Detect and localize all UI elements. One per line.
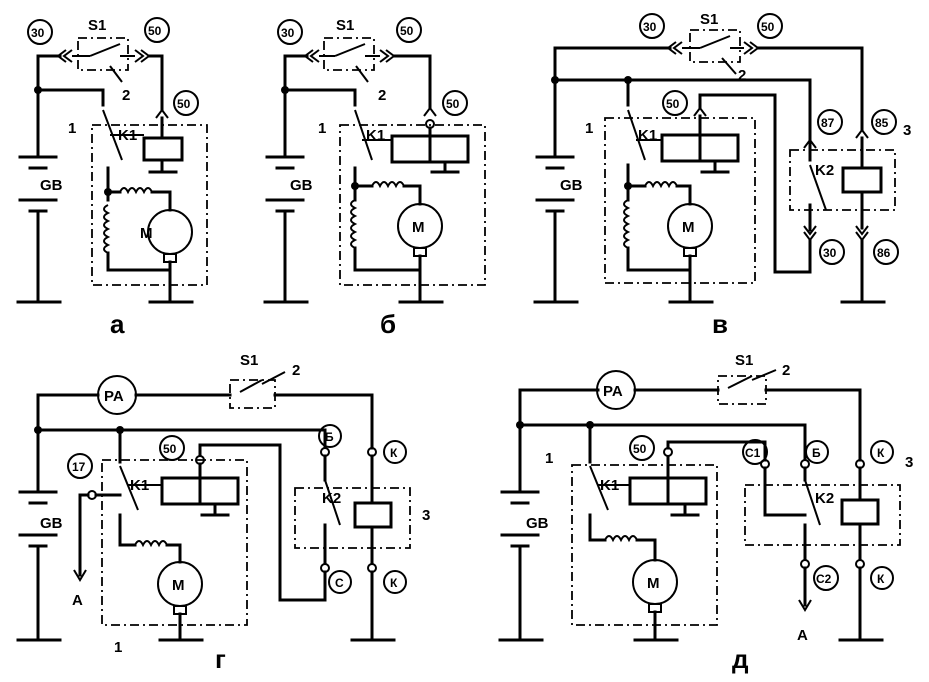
panel-a: M GB K1 S1 1 2 30 50 50 а <box>16 17 208 339</box>
terminal-50-a: 50 <box>177 97 191 111</box>
relay-label-a: K1 <box>118 127 137 144</box>
terminal-50-d: 50 <box>633 442 647 456</box>
marker-2-g: 2 <box>292 362 300 379</box>
battery-label-d: GB <box>526 515 549 532</box>
battery-label-a: GB <box>40 177 63 194</box>
terminal-30-v-top: 30 <box>643 20 657 34</box>
terminal-b-d: Б <box>812 446 821 460</box>
terminal-87-v: 87 <box>821 116 835 130</box>
caption-d: д <box>732 644 749 674</box>
relay-k1-label-g: K1 <box>130 477 149 494</box>
marker-1-d: 1 <box>545 450 553 467</box>
terminal-c-g: С <box>335 576 344 590</box>
terminal-30-a: 30 <box>31 26 45 40</box>
switch-label-b: S1 <box>336 17 354 34</box>
marker-2-a: 2 <box>122 87 130 104</box>
ammeter-label-g: PA <box>104 388 124 405</box>
relay-k2-label-v: K2 <box>815 162 834 179</box>
marker-1-g: 1 <box>114 639 122 656</box>
relay-label-b: K1 <box>366 127 385 144</box>
ammeter-label-d: PA <box>603 383 623 400</box>
switch-label-d: S1 <box>735 352 753 369</box>
terminal-k-g-top: К <box>390 446 398 460</box>
marker-2-v: 2 <box>738 67 746 84</box>
marker-3-g: 3 <box>422 507 430 524</box>
terminal-k-d-bottom: К <box>877 572 885 586</box>
motor-label-v: M <box>682 219 695 236</box>
panel-d: PA S1 2 GB A <box>498 352 913 674</box>
terminal-17-g: 17 <box>72 460 86 474</box>
relay-k2-label-d: K2 <box>815 490 834 507</box>
terminal-b-g: Б <box>325 430 334 444</box>
marker-1-b: 1 <box>318 120 326 137</box>
output-a-d: A <box>797 627 808 644</box>
battery-label-v: GB <box>560 177 583 194</box>
terminal-50-b: 50 <box>446 97 460 111</box>
caption-v: в <box>712 309 728 339</box>
caption-a: а <box>110 309 125 339</box>
marker-3-d: 3 <box>905 454 913 471</box>
terminal-85-v: 85 <box>875 116 889 130</box>
terminal-30-v: 30 <box>823 246 837 260</box>
motor-label-b: M <box>412 219 425 236</box>
panel-g: PA S1 2 GB <box>16 352 430 674</box>
terminal-k-d-top: К <box>877 446 885 460</box>
switch-label-a: S1 <box>88 17 106 34</box>
terminal-50-v-top: 50 <box>761 20 775 34</box>
terminal-k-g-bottom: К <box>390 576 398 590</box>
battery-label-b: GB <box>290 177 313 194</box>
panel-b: M GB K1 S1 1 2 30 50 50 б <box>263 17 486 339</box>
battery-label-g: GB <box>40 515 63 532</box>
marker-2-b: 2 <box>378 87 386 104</box>
marker-3-v: 3 <box>903 122 911 139</box>
terminal-50-b-top: 50 <box>400 24 414 38</box>
terminal-50-a-top: 50 <box>148 24 162 38</box>
panel-v: M GB K1 K2 S1 1 2 3 30 50 50 87 85 30 86… <box>533 11 911 339</box>
caption-g: г <box>215 644 226 674</box>
output-a-g: A <box>72 592 83 609</box>
motor-label-g: M <box>172 577 185 594</box>
terminal-c2-d: С2 <box>816 572 832 586</box>
terminal-30-b: 30 <box>281 26 295 40</box>
motor-label-d: M <box>647 575 660 592</box>
terminal-50-g: 50 <box>163 442 177 456</box>
switch-label-g: S1 <box>240 352 258 369</box>
motor-label-a: M <box>140 225 153 242</box>
terminal-86-v: 86 <box>877 246 891 260</box>
marker-1-a: 1 <box>68 120 76 137</box>
terminal-c1-d: С1 <box>745 446 761 460</box>
marker-2-d: 2 <box>782 362 790 379</box>
relay-k1-label-d: K1 <box>600 477 619 494</box>
switch-label-v: S1 <box>700 11 718 28</box>
terminal-50-v: 50 <box>666 97 680 111</box>
relay-k1-label-v: K1 <box>638 127 657 144</box>
caption-b: б <box>380 309 396 339</box>
marker-1-v: 1 <box>585 120 593 137</box>
relay-k2-label-g: K2 <box>322 490 341 507</box>
